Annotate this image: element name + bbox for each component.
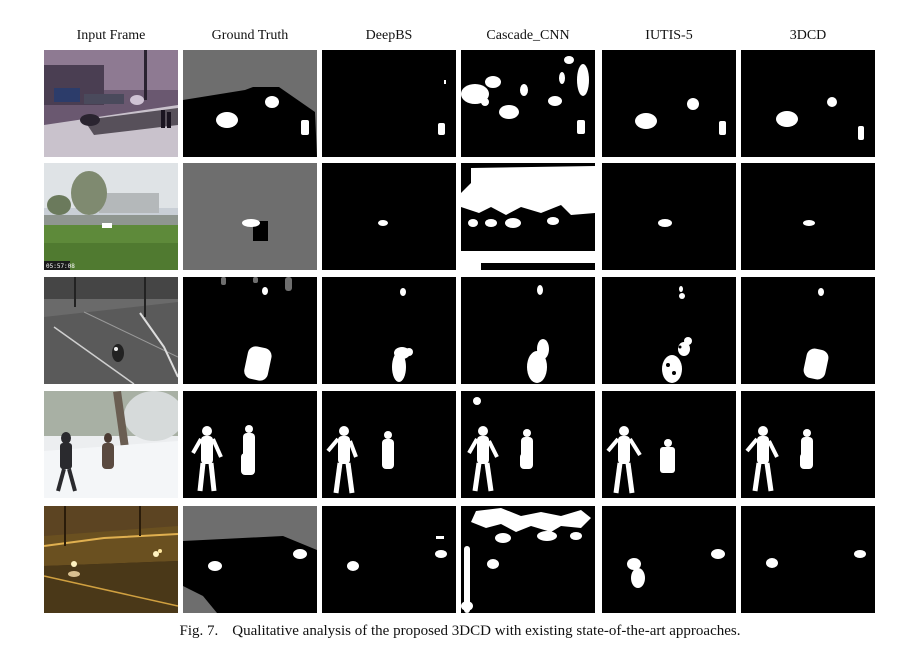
results-grid: 05:57:08 bbox=[44, 50, 875, 613]
deepbs-park bbox=[322, 163, 456, 270]
cascade-cnn-night-highway bbox=[461, 506, 595, 613]
deepbs-rainy-road bbox=[322, 277, 456, 384]
3dcd-night-highway bbox=[741, 506, 875, 613]
input-frame-snow-pedestrians bbox=[44, 391, 178, 498]
iutis-5-snow-pedestrians bbox=[602, 391, 736, 498]
cascade-cnn-rainy-road bbox=[461, 277, 595, 384]
deepbs-winter-street bbox=[322, 50, 456, 157]
input-frame-night-highway bbox=[44, 506, 178, 613]
frame-timestamp: 05:57:08 bbox=[46, 263, 75, 270]
3dcd-rainy-road bbox=[741, 277, 875, 384]
deepbs-night-highway bbox=[322, 506, 456, 613]
col-header-ground-truth: Ground Truth bbox=[211, 28, 289, 43]
caption-label: Fig. 7. bbox=[179, 623, 219, 639]
iutis-5-park bbox=[602, 163, 736, 270]
col-header-cascade-cnn: Cascade_CNN bbox=[486, 28, 570, 43]
input-frame-winter-street bbox=[44, 50, 178, 157]
ground-truth-park bbox=[183, 163, 317, 270]
col-header-deepbs: DeepBS bbox=[365, 28, 413, 43]
col-header-input-frame: Input Frame bbox=[76, 28, 146, 43]
3dcd-snow-pedestrians bbox=[741, 391, 875, 498]
input-frame-park: 05:57:08 bbox=[44, 163, 178, 270]
3dcd-winter-street bbox=[741, 50, 875, 157]
iutis-5-night-highway bbox=[602, 506, 736, 613]
3dcd-park bbox=[741, 163, 875, 270]
column-headers: Input Frame Ground Truth DeepBS Cascade_… bbox=[0, 28, 920, 48]
iutis-5-rainy-road bbox=[602, 277, 736, 384]
ground-truth-winter-street bbox=[183, 50, 317, 157]
ground-truth-night-highway bbox=[183, 506, 317, 613]
ground-truth-snow-pedestrians bbox=[183, 391, 317, 498]
deepbs-snow-pedestrians bbox=[322, 391, 456, 498]
iutis-5-winter-street bbox=[602, 50, 736, 157]
ground-truth-rainy-road bbox=[183, 277, 317, 384]
caption-text: Qualitative analysis of the proposed 3DC… bbox=[232, 623, 741, 639]
col-header-iutis-5: IUTIS-5 bbox=[645, 28, 693, 43]
input-frame-rainy-road bbox=[44, 277, 178, 384]
cascade-cnn-snow-pedestrians bbox=[461, 391, 595, 498]
cascade-cnn-winter-street bbox=[461, 50, 595, 157]
col-header-3dcd: 3DCD bbox=[789, 28, 827, 43]
figure-caption: Fig. 7. Qualitative analysis of the propo… bbox=[0, 623, 920, 640]
cascade-cnn-park bbox=[461, 163, 595, 270]
